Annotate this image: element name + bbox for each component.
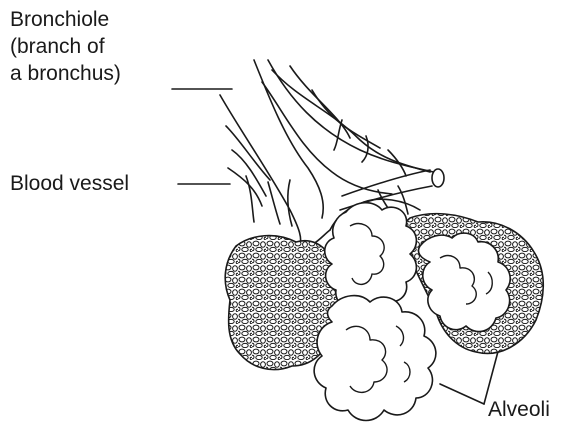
alveolar-sac-cutaway-lower bbox=[314, 296, 436, 421]
vessel-thread bbox=[272, 70, 430, 172]
vessel-thread bbox=[312, 90, 380, 148]
bronchiole-tube-outer bbox=[268, 60, 442, 174]
blood-vessel-opening bbox=[432, 169, 444, 187]
alveoli-pointer-line bbox=[440, 384, 484, 404]
vessel-thread bbox=[288, 180, 292, 226]
vessel-thread bbox=[334, 120, 342, 150]
vessel-thread bbox=[228, 168, 262, 206]
alveolar-sac-cutaway-center bbox=[325, 203, 417, 312]
bronchiole-tube-inner bbox=[262, 82, 392, 194]
